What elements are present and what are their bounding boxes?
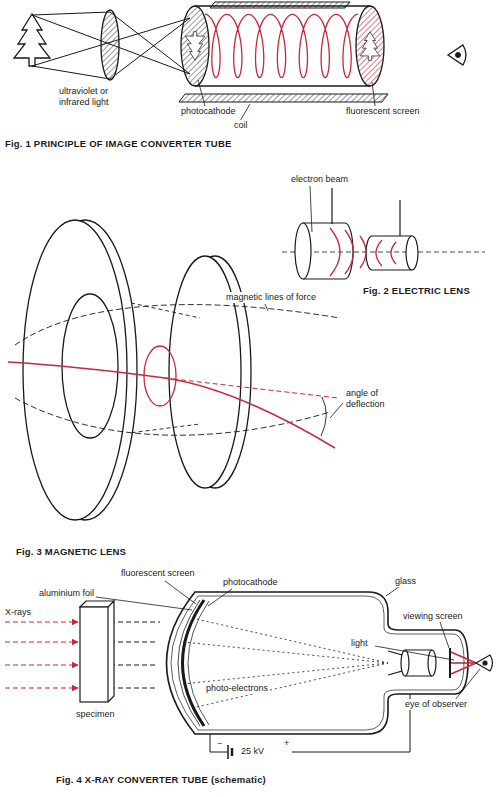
- support-rod: [331, 188, 332, 224]
- object-tree: [14, 14, 50, 66]
- image-converter-figure: [14, 2, 466, 121]
- rear-flange: [169, 256, 241, 488]
- part-label: specimen: [75, 709, 116, 720]
- electron-path: [8, 362, 335, 448]
- part-label: angle of deflection: [345, 388, 405, 410]
- screen-image: [360, 32, 380, 61]
- optical-lens: [101, 10, 119, 80]
- caption: Fig. 1 PRINCIPLE OF IMAGE CONVERTER TUBE: [4, 138, 233, 149]
- anode-cylinder: [401, 650, 409, 676]
- anode-cylinder: [428, 650, 436, 676]
- electron-helix-path: [205, 14, 358, 78]
- tube-wall: [195, 5, 370, 6]
- part-label: ultraviolet or infrared light: [58, 86, 134, 108]
- part-label: +: [283, 738, 290, 749]
- light-rays: [451, 652, 476, 674]
- part-label: 25 kV: [240, 746, 265, 757]
- part-label: −: [216, 738, 223, 749]
- part-label: glass: [394, 576, 417, 587]
- caption: Fig. 2 ELECTRIC LENS: [362, 285, 471, 296]
- front-flange: [23, 220, 127, 520]
- part-label: aluminium foil: [38, 588, 95, 599]
- transmitted-beams: [110, 622, 160, 688]
- bore-opening: [62, 294, 118, 438]
- electron-spiral: [144, 346, 176, 406]
- leader-lines: [96, 581, 480, 700]
- fluorescent-screen: [183, 600, 205, 726]
- equipotential-lines: [330, 228, 396, 276]
- cylinder-electrode: [345, 223, 353, 279]
- magnetic-line: [15, 398, 330, 435]
- part-label: fluorescent screen: [120, 568, 196, 579]
- support-rod: [399, 200, 400, 236]
- electric-lens-figure: [282, 186, 485, 279]
- part-label: coil: [233, 120, 249, 131]
- undeflected-path: [165, 378, 338, 398]
- part-label: X-rays: [4, 607, 32, 618]
- part-label: magnetic lines of force: [225, 292, 317, 303]
- cylinder-electrode: [406, 236, 418, 270]
- part-label: photocathode: [180, 106, 237, 117]
- cylinder-electrode: [366, 236, 372, 270]
- specimen-block: [80, 607, 108, 702]
- part-label: photocathode: [222, 577, 279, 588]
- leader-line: [310, 186, 312, 232]
- specimen-block: [80, 601, 114, 702]
- photo-electron-paths: [183, 618, 388, 708]
- coil-plate: [210, 2, 350, 8]
- leader-line: [265, 304, 268, 311]
- inverted-image: [185, 32, 205, 61]
- caption: Fig. 4 X-RAY CONVERTER TUBE (schematic): [55, 774, 267, 785]
- cylinder-electrode: [295, 223, 311, 279]
- part-label: electron beam: [290, 174, 349, 185]
- caption: Fig. 3 MAGNETIC LENS: [15, 546, 127, 557]
- part-label: eye of observer: [404, 699, 468, 710]
- tube-wall: [195, 85, 370, 86]
- deflection-arc: [321, 397, 326, 436]
- photocathode-face: [181, 6, 209, 86]
- magnetic-line: [15, 305, 340, 345]
- part-label: fluorescent screen: [345, 106, 421, 117]
- eye: [448, 45, 466, 65]
- xray-beams: [5, 622, 78, 688]
- coil-plate: [179, 94, 388, 102]
- axis: [282, 252, 485, 253]
- leader-line: [330, 403, 343, 418]
- xray-converter-figure: [5, 581, 493, 759]
- eye: [476, 655, 493, 671]
- supply-wires: [210, 694, 410, 759]
- magnetic-lens-figure: [8, 220, 343, 520]
- part-label: photo-electrons: [205, 683, 269, 694]
- focusing-electrode: [388, 651, 402, 675]
- part-label: viewing screen: [402, 611, 464, 622]
- viewing-screen: [449, 648, 451, 678]
- glass-envelope: [167, 592, 469, 734]
- part-label: light: [350, 638, 369, 649]
- fluorescent-screen-face: [356, 6, 384, 86]
- electron-helix: [205, 14, 358, 78]
